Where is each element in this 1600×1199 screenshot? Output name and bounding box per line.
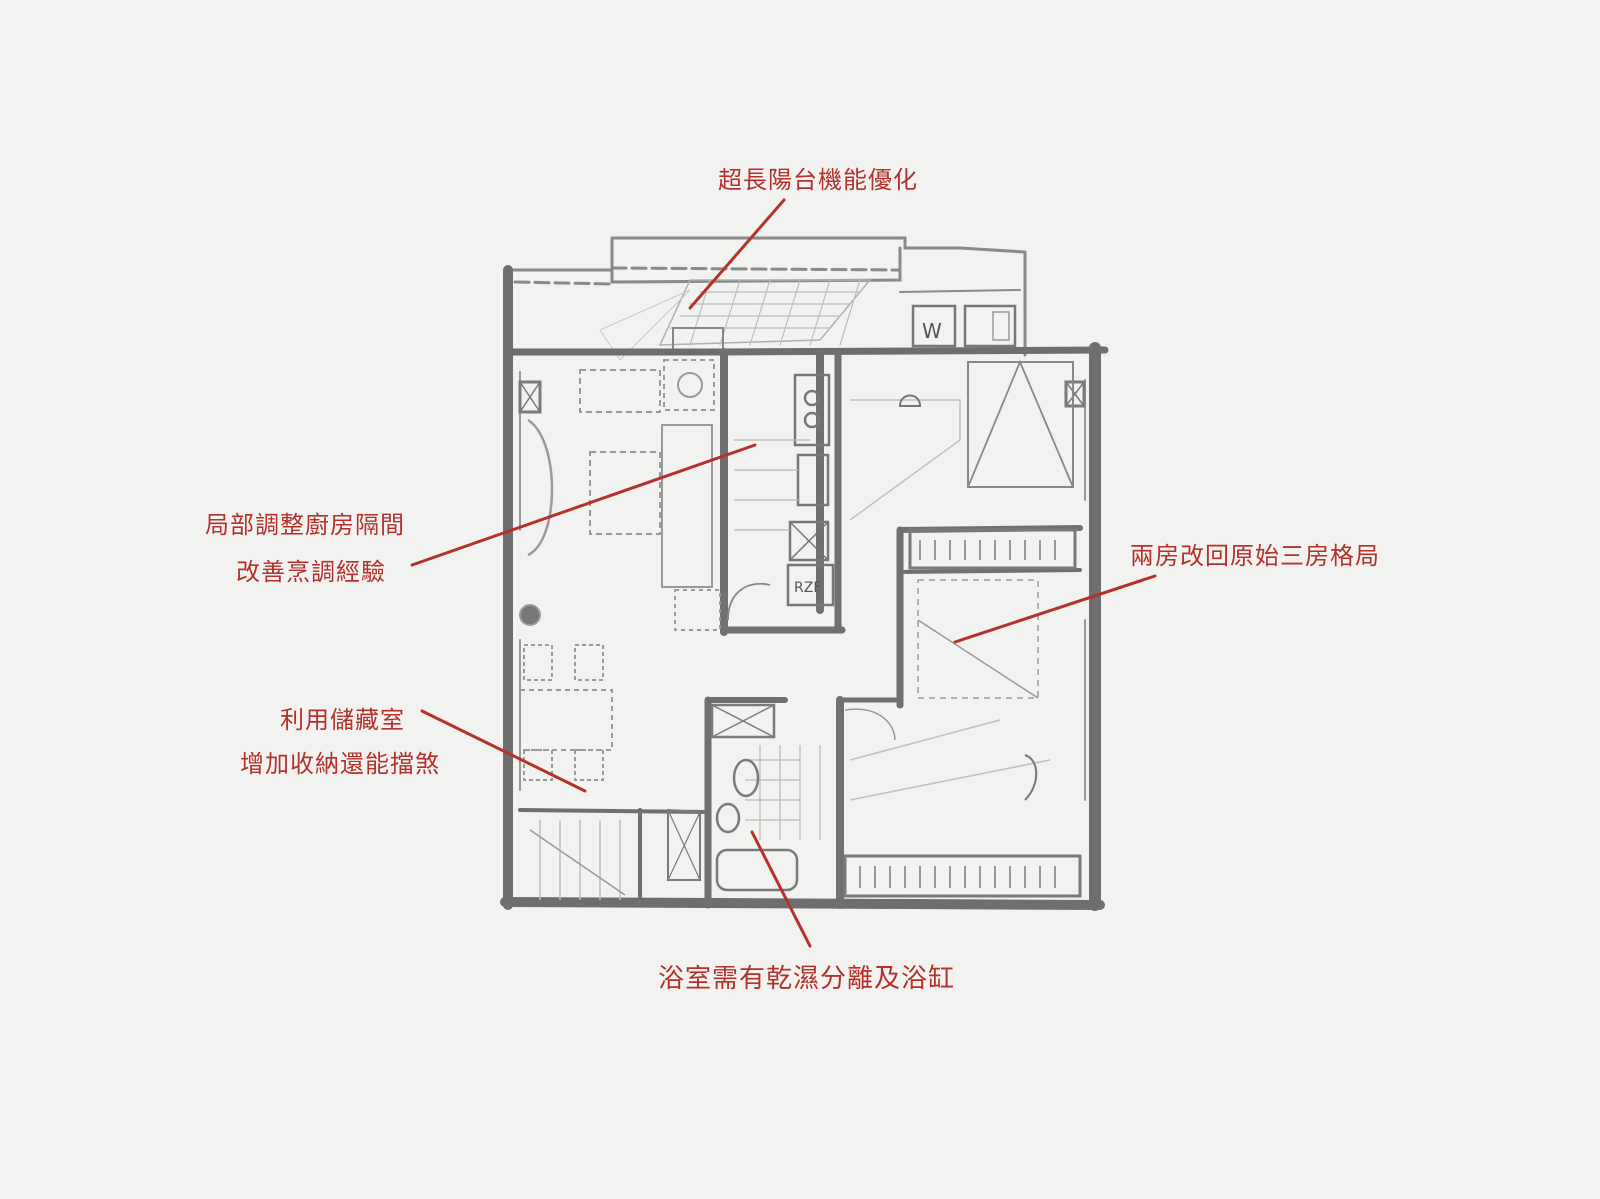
bathroom-fixtures — [667, 703, 821, 892]
balcony — [508, 236, 1027, 361]
bedroom-sketch — [844, 359, 1074, 801]
kitchen-fixtures — [727, 373, 835, 621]
annotation-kitchen-line2: 改善烹調經驗 — [236, 558, 386, 586]
wardrobes — [518, 380, 1086, 898]
fridge-label: RZF — [794, 580, 821, 596]
living-furniture — [519, 359, 721, 781]
annotation-storage-line1: 利用儲藏室 — [280, 706, 405, 734]
annotation-storage-line2: 增加收納還能擋煞 — [240, 750, 440, 778]
washer-label: W — [922, 319, 942, 343]
annotation-bedrooms: 兩房改回原始三房格局 — [1130, 542, 1380, 570]
exterior-walls — [500, 265, 1109, 911]
storage-sketch — [529, 820, 626, 900]
annotation-kitchen-line1: 局部調整廚房隔間 — [205, 511, 405, 539]
annotation-bathroom: 浴室需有乾濕分離及浴缸 — [658, 964, 956, 994]
annotation-balcony: 超長陽台機能優化 — [718, 166, 918, 194]
annotation-leaders — [410, 198, 1157, 948]
